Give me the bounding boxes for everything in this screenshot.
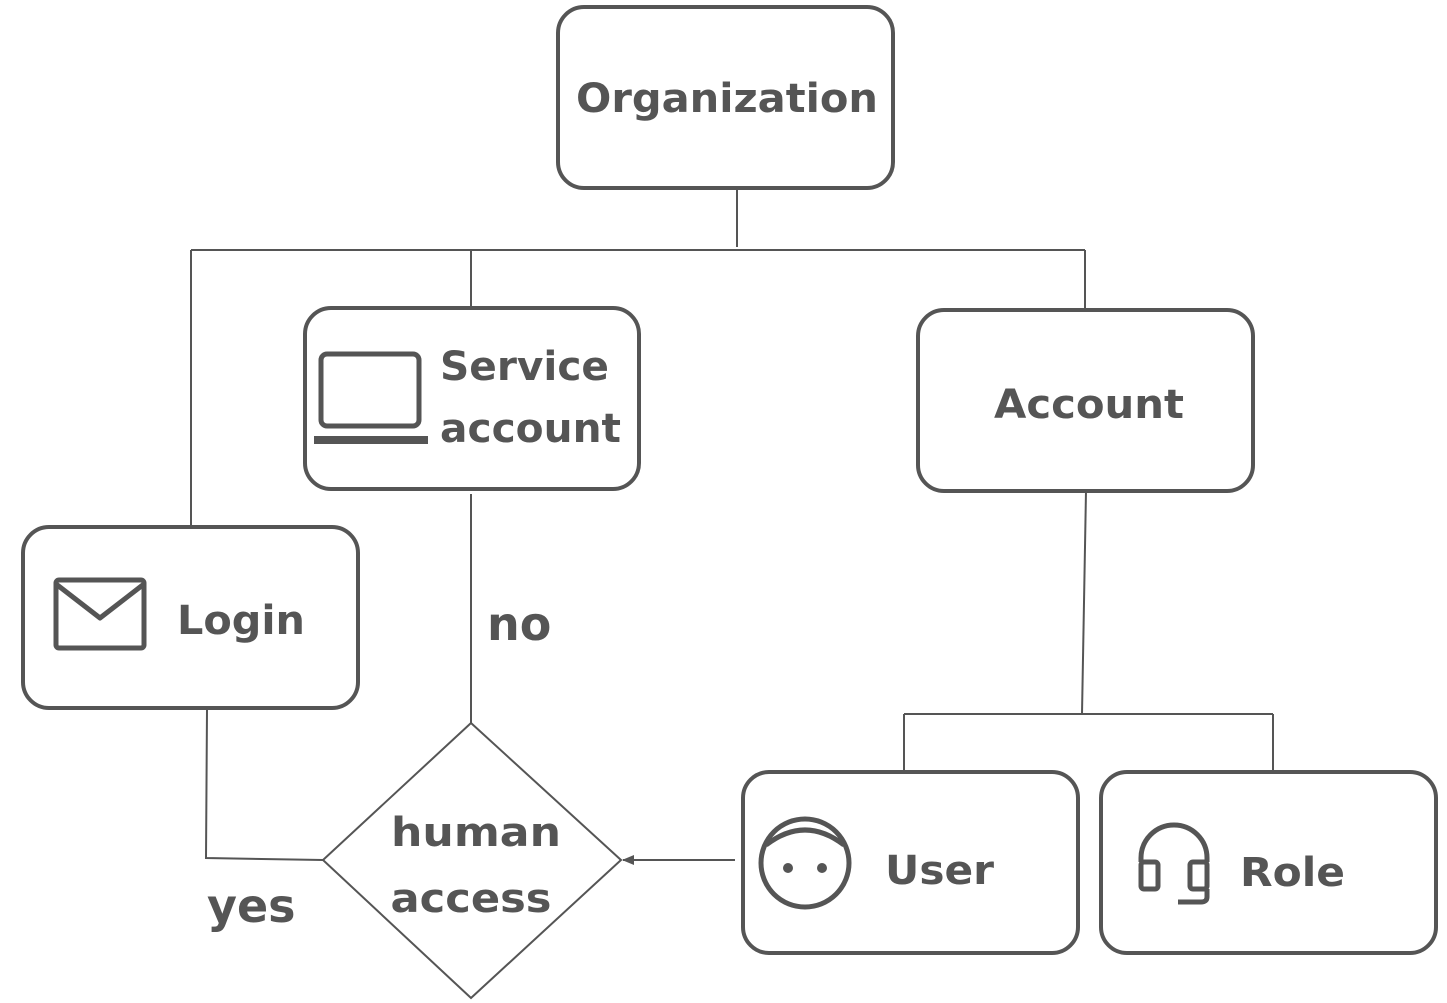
face-icon bbox=[758, 816, 852, 910]
node-user-label: User bbox=[885, 848, 994, 894]
laptop-icon bbox=[314, 351, 428, 444]
node-login[interactable]: Login bbox=[21, 525, 360, 710]
connectors bbox=[190, 188, 1274, 865]
node-human-access-label-line1: human bbox=[391, 810, 561, 856]
node-service-account-label-line1: Service bbox=[440, 344, 609, 390]
node-human-access-label-line2: access bbox=[391, 876, 552, 922]
node-organization[interactable]: Organization bbox=[556, 5, 895, 190]
node-role-label: Role bbox=[1240, 850, 1345, 896]
edge-login-to-human-access bbox=[204, 709, 324, 861]
node-service-account-label-line2: account bbox=[440, 406, 621, 452]
node-login-label: Login bbox=[177, 598, 305, 644]
node-organization-label: Organization bbox=[576, 76, 878, 122]
node-user[interactable]: User bbox=[741, 770, 1080, 955]
node-account[interactable]: Account bbox=[916, 308, 1255, 493]
mail-icon bbox=[53, 577, 147, 651]
node-human-access[interactable]: human access bbox=[321, 721, 623, 1000]
node-account-label: Account bbox=[994, 382, 1184, 428]
headset-icon bbox=[1138, 822, 1210, 905]
edge-account-down bbox=[1081, 490, 1087, 715]
edge-label-yes: yes bbox=[207, 879, 296, 933]
edge-label-no: no bbox=[487, 597, 551, 651]
node-role[interactable]: Role bbox=[1099, 770, 1438, 955]
node-service-account[interactable]: Service account bbox=[303, 306, 641, 491]
